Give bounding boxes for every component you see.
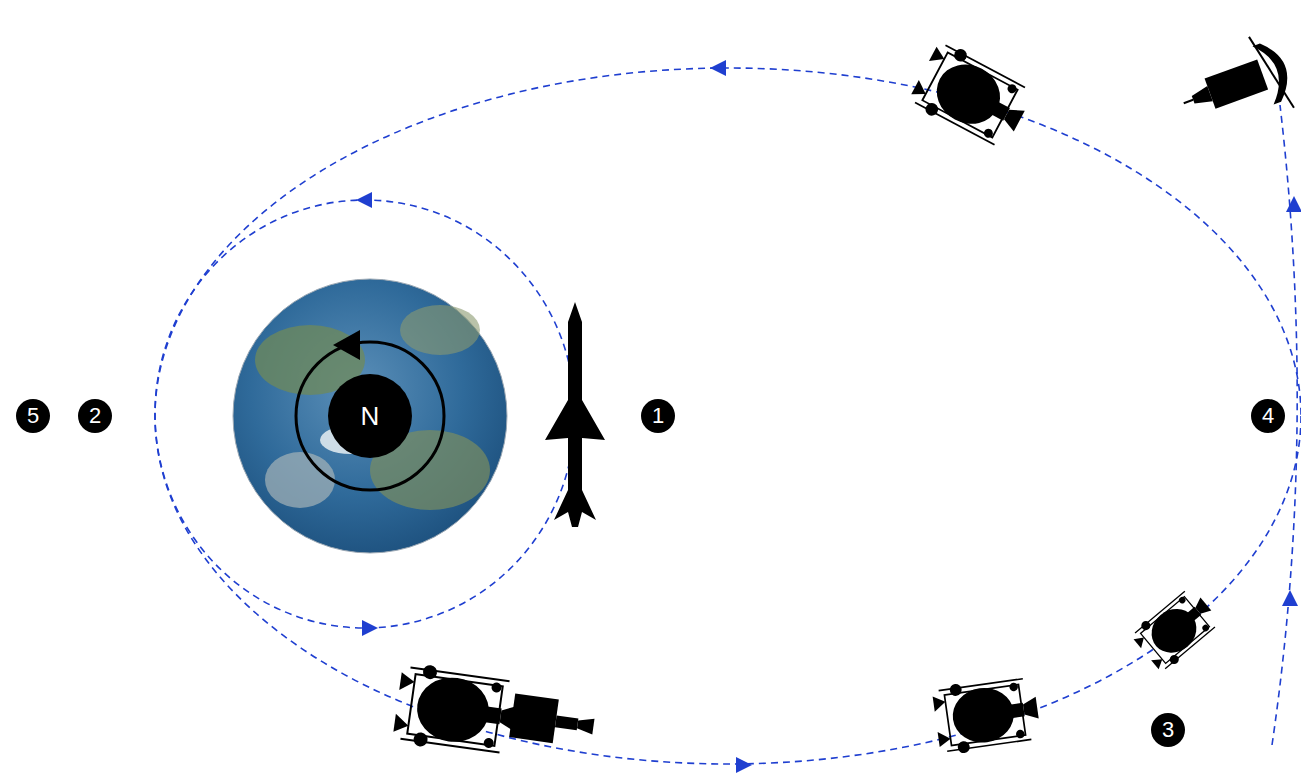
spacecraft-part-part (392, 661, 522, 759)
direction-arrows-part (736, 757, 752, 773)
spacecraft-part-part (509, 693, 559, 743)
spacecraft-part (392, 661, 522, 759)
satellite-part-part (1252, 38, 1296, 104)
direction-arrows (356, 60, 1301, 773)
callout-number-badge: 1 (641, 399, 675, 433)
earth-globe-part (265, 452, 335, 508)
rotation-arrow-part (296, 342, 444, 490)
earth-globe-part (233, 279, 507, 553)
callout-number: 4 (1262, 405, 1274, 427)
spacecraft-part (931, 673, 1042, 756)
spacecraft-part (1129, 584, 1223, 675)
orbit-paths-part (155, 200, 575, 628)
direction-arrows-part (362, 620, 378, 636)
spacecraft (392, 38, 1223, 759)
rotation-arrow-part (333, 330, 360, 360)
callout-number-badge: 2 (78, 399, 112, 433)
orbit-paths-part (155, 68, 1301, 764)
orbit-paths (155, 68, 1301, 764)
satellite-part-part (1184, 100, 1193, 103)
satellite-part-part (1249, 31, 1294, 114)
callout-number: 1 (652, 405, 664, 427)
satellite-part-part (1205, 59, 1269, 108)
spacecraft-part-part (576, 716, 594, 734)
earth-globe-part (400, 305, 480, 355)
callout-number-badge: 4 (1251, 399, 1285, 433)
callout-number-badge: 5 (16, 399, 50, 433)
spacecraft-part-part (907, 38, 1037, 154)
direction-arrows-part (710, 60, 726, 76)
callout-number-badge: 3 (1151, 713, 1185, 747)
spacecraft-part-part (1129, 584, 1223, 675)
spacecraft-part (907, 38, 1037, 154)
direction-arrows-part (1282, 590, 1298, 606)
direction-arrows-part (356, 192, 372, 208)
launch-rocket-part (545, 302, 605, 527)
spacecraft-part-part (931, 673, 1042, 756)
callout-number: 5 (27, 405, 39, 427)
callout-number: 2 (89, 405, 101, 427)
north-pole-marker-badge: N (328, 374, 412, 458)
earth-globe (233, 279, 507, 553)
rotation-arrow (296, 330, 444, 490)
spacecraft-part (509, 693, 596, 748)
spacecraft-part-part (555, 715, 578, 730)
callout-number: 3 (1162, 719, 1174, 741)
satellite-part (1170, 29, 1300, 143)
satellite (1170, 29, 1300, 143)
satellite-part-part (1190, 86, 1212, 107)
direction-arrows-part (1286, 196, 1301, 212)
launch-rocket (545, 302, 605, 527)
north-pole-marker: N (361, 403, 380, 429)
